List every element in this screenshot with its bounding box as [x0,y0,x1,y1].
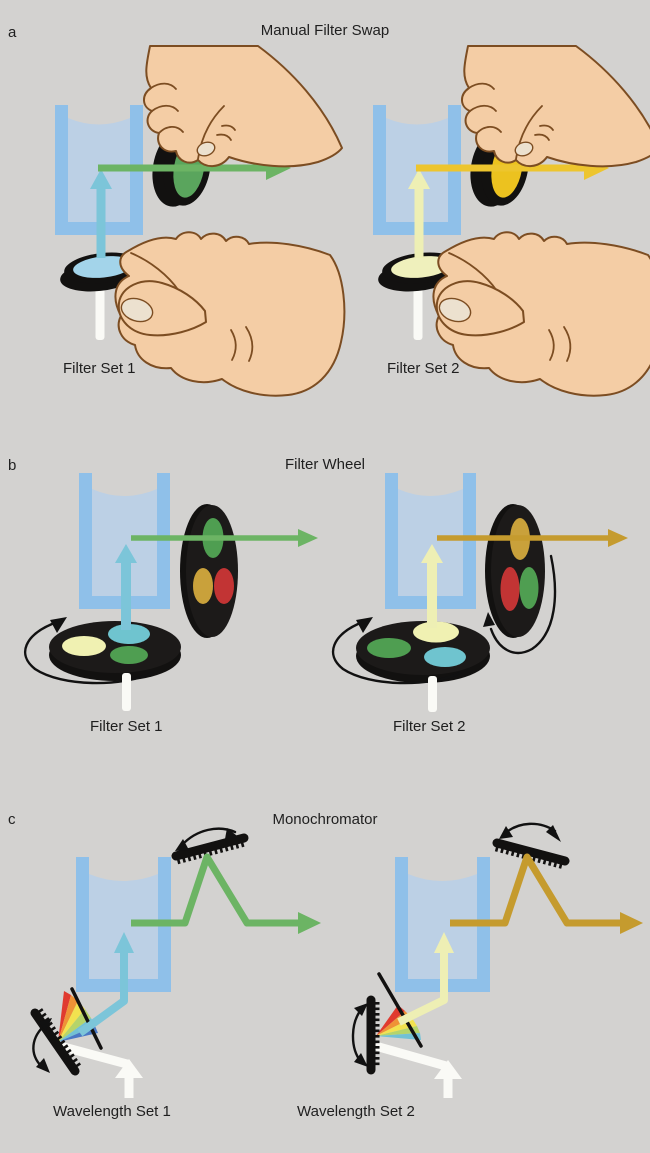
caption-filter-set-2: Filter Set 2 [387,360,460,377]
hand-bottom [432,231,650,397]
filter-glass-pale-yellow [391,256,451,278]
wheel-slot-green [519,567,539,609]
slit-plate [377,972,423,1048]
excitation-beam-arrowhead [114,932,134,953]
emission-beam-arrowhead [298,912,321,934]
wheel-slot-pale-yellow [413,621,459,643]
wheel-slot-red [500,567,520,611]
dispersion-fan [58,991,98,1042]
wheel-slot-cyan [108,624,150,644]
white-source-beam [428,676,437,712]
white-source-beam [122,673,131,711]
wheel-slot-cyan [424,647,466,667]
excitation-beam-arrowhead [90,169,112,189]
panel-title-b: Filter Wheel [285,456,365,473]
rotation-arrowhead [38,1018,52,1031]
rotation-arrowhead [225,828,241,839]
emission-beam [450,853,621,927]
hand-top [460,45,650,168]
emission-grating [171,827,249,865]
caption-filter-set-2: Filter Set 2 [393,718,466,735]
white-source-beam [443,1076,453,1098]
rotation-arrowhead [483,612,495,627]
fan-red [58,991,71,1042]
rotation-arrowhead [50,617,67,633]
caption-wavelength-set-1: Wavelength Set 1 [53,1103,171,1120]
rotation-arrow-vertical-wheel [489,554,557,655]
filter-wheel-vertical [180,504,238,638]
fan-orange [58,995,78,1042]
panel-a-right: Filter Set 2 [373,45,650,397]
panel-title-c: Monochromator [272,811,377,828]
panel-a-left: Filter Set 1 [55,45,346,397]
slit-plate [70,987,103,1050]
grating-teeth [37,1008,83,1069]
grating-bar [492,838,570,866]
caption-filter-set-1: Filter Set 1 [63,360,136,377]
filter-wheel-vertical [485,504,545,638]
panel-c-left: Wavelength Set 1 [30,827,321,1120]
panel-letter-c: c [8,811,16,828]
white-source-beam [95,287,105,340]
rotation-arrowhead [499,826,513,839]
panel-c-right: Wavelength Set 2 [297,822,643,1120]
grating-teeth [176,841,247,865]
excitation-beam [77,953,128,1037]
panel-letter-a: a [8,24,17,41]
excitation-beam-arrowhead [434,932,454,953]
white-source-beam-diagonal [374,1042,451,1071]
white-source-beam [413,287,423,340]
fan-yellow-green [58,1009,91,1042]
rotation-arrowhead [175,839,189,851]
filter-glass-cyan [73,256,133,278]
rotation-arrowhead [356,617,373,633]
emission-beam [131,853,299,927]
hand-top [142,45,343,168]
rotation-arrowhead [546,825,561,842]
panel-a: a Manual Filter Swap Filter [8,22,650,397]
emission-beam-arrowhead [608,529,628,547]
wheel-slot-red [214,568,234,604]
wheel-slot-pale-yellow [62,636,106,656]
wheel-slot-green [367,638,411,658]
filter-wheel-horizontal [49,621,181,681]
rotation-arrowhead [354,1053,368,1067]
fan-cyan [376,1033,421,1040]
emission-beam-arrowhead [620,912,643,934]
panel-letter-b: b [8,457,16,474]
hand-bottom [114,231,346,397]
excitation-grating [351,995,380,1075]
filter-wheel-horizontal [356,621,490,683]
excitation-beam-arrowhead [408,169,430,189]
excitation-beam [397,953,448,1026]
wheel-slot-green [110,646,148,664]
white-source-beam-diagonal [55,1041,132,1069]
white-beam-arrowhead [434,1060,462,1079]
caption-filter-set-1: Filter Set 1 [90,718,163,735]
excitation-beam-arrowhead [115,544,137,563]
panel-title-a: Manual Filter Swap [261,22,389,39]
caption-wavelength-set-2: Wavelength Set 2 [297,1103,415,1120]
white-source-beam [124,1075,134,1098]
panel-b: b Filter Wheel [8,456,628,735]
grating-bar [171,833,249,861]
wheel-slot-gold [193,568,213,604]
panel-b-right: Filter Set 2 [331,473,628,735]
rotation-arrowhead [354,1003,368,1016]
panel-b-left: Filter Set 1 [23,473,318,735]
fan-red [376,1005,405,1036]
rotation-arrowhead [36,1058,50,1073]
white-beam-arrowhead [115,1059,143,1078]
excitation-grating [30,1008,83,1076]
excitation-beam-arrowhead [421,544,443,563]
grating-rotation-arrow [180,827,237,847]
panel-c: c Monochromator [8,811,643,1120]
emission-beam-arrowhead [298,529,318,547]
fan-yellow [58,1001,85,1042]
